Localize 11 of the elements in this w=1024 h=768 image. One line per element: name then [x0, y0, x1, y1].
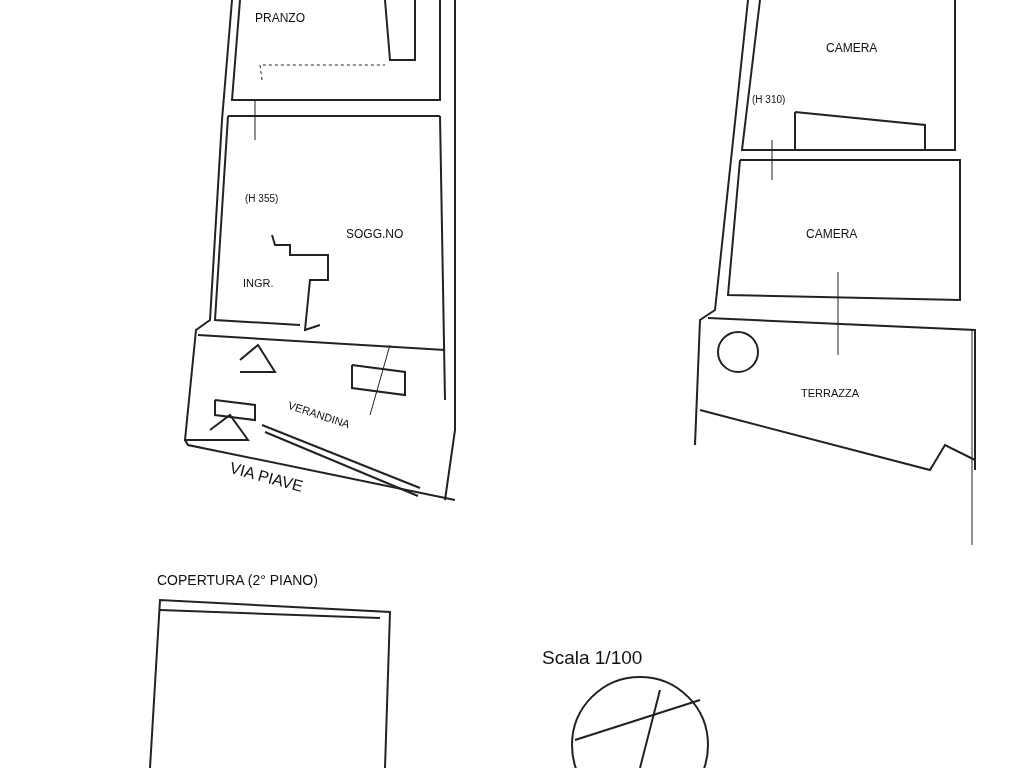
- scale-label: Scala 1/100: [542, 648, 643, 667]
- height-note: (H 310): [752, 95, 786, 105]
- room-label: SOGG.NO: [346, 228, 404, 240]
- street-label: VIA PIAVE: [227, 460, 305, 495]
- room-label: TERRAZZA: [801, 388, 860, 399]
- room-label: PRANZO: [255, 12, 305, 24]
- room-label: CAMERA: [806, 228, 858, 240]
- room-label: CAMERA: [826, 42, 878, 54]
- room-label: INGR.: [243, 278, 274, 289]
- height-note: (H 355): [245, 194, 279, 204]
- plan-title: COPERTURA (2° PIANO): [157, 573, 318, 587]
